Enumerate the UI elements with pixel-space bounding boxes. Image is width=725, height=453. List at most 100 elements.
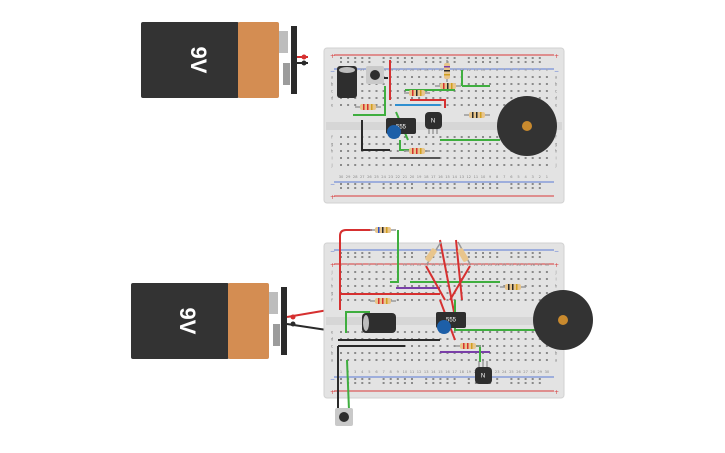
terminal-hole[interactable] <box>439 136 442 138</box>
terminal-hole[interactable] <box>467 278 470 280</box>
terminal-hole[interactable] <box>439 285 442 287</box>
terminal-hole[interactable] <box>361 352 364 354</box>
rail-hole[interactable] <box>474 382 477 384</box>
terminal-hole[interactable] <box>347 164 350 166</box>
terminal-hole[interactable] <box>496 136 499 138</box>
rail-hole[interactable] <box>531 252 534 254</box>
resistor[interactable] <box>370 227 396 233</box>
rail-hole[interactable] <box>524 382 527 384</box>
terminal-hole[interactable] <box>538 285 541 287</box>
terminal-hole[interactable] <box>496 104 499 106</box>
piezo-buzzer-1[interactable] <box>497 96 557 156</box>
rail-hole[interactable] <box>453 256 456 258</box>
resistor[interactable] <box>457 241 471 265</box>
terminal-hole[interactable] <box>474 292 477 294</box>
rail-hole[interactable] <box>411 183 413 185</box>
terminal-hole[interactable] <box>517 331 520 333</box>
rail-hole[interactable] <box>467 183 470 185</box>
terminal-hole[interactable] <box>496 164 499 166</box>
terminal-hole[interactable] <box>531 345 534 347</box>
rail-hole[interactable] <box>453 382 456 384</box>
terminal-hole[interactable] <box>474 359 477 361</box>
terminal-hole[interactable] <box>382 157 385 159</box>
rail-hole[interactable] <box>524 61 527 63</box>
terminal-hole[interactable] <box>510 331 513 333</box>
terminal-hole[interactable] <box>340 352 342 354</box>
rail-hole[interactable] <box>496 256 499 258</box>
rail-hole[interactable] <box>446 183 449 185</box>
rail-hole[interactable] <box>432 256 435 258</box>
transistor-npn-2[interactable]: N <box>475 361 492 384</box>
pushbutton-2[interactable] <box>335 408 353 426</box>
terminal-hole[interactable] <box>396 83 399 85</box>
terminal-hole[interactable] <box>538 97 541 99</box>
terminal-hole[interactable] <box>545 76 548 78</box>
terminal-hole[interactable] <box>396 331 399 333</box>
terminal-hole[interactable] <box>460 97 463 99</box>
rail-hole[interactable] <box>361 256 364 258</box>
terminal-hole[interactable] <box>531 352 534 354</box>
terminal-hole[interactable] <box>403 83 406 85</box>
terminal-hole[interactable] <box>411 164 413 166</box>
terminal-hole[interactable] <box>496 352 499 354</box>
terminal-hole[interactable] <box>489 104 492 106</box>
terminal-hole[interactable] <box>453 164 456 166</box>
rail-hole[interactable] <box>524 187 527 189</box>
terminal-hole[interactable] <box>418 143 421 145</box>
terminal-hole[interactable] <box>347 359 350 361</box>
terminal-hole[interactable] <box>403 285 406 287</box>
rail-hole[interactable] <box>482 61 484 63</box>
terminal-hole[interactable] <box>482 83 484 85</box>
terminal-hole[interactable] <box>439 104 442 106</box>
terminal-hole[interactable] <box>545 90 548 92</box>
rail-hole[interactable] <box>482 252 484 254</box>
rail-hole[interactable] <box>446 256 449 258</box>
terminal-hole[interactable] <box>545 359 548 361</box>
rail-hole[interactable] <box>432 57 435 59</box>
rail-hole[interactable] <box>496 183 499 185</box>
terminal-hole[interactable] <box>340 143 342 145</box>
rail-hole[interactable] <box>439 61 442 63</box>
terminal-hole[interactable] <box>545 83 548 85</box>
terminal-hole[interactable] <box>432 150 435 152</box>
terminal-hole[interactable] <box>531 164 534 166</box>
terminal-hole[interactable] <box>482 90 484 92</box>
terminal-hole[interactable] <box>510 76 513 78</box>
terminal-hole[interactable] <box>460 90 463 92</box>
rail-hole[interactable] <box>496 187 499 189</box>
terminal-hole[interactable] <box>396 285 399 287</box>
terminal-hole[interactable] <box>467 338 470 340</box>
terminal-hole[interactable] <box>482 97 484 99</box>
rail-hole[interactable] <box>411 382 413 384</box>
terminal-hole[interactable] <box>446 157 449 159</box>
rail-hole[interactable] <box>361 382 364 384</box>
rail-hole[interactable] <box>347 183 350 185</box>
terminal-hole[interactable] <box>467 136 470 138</box>
terminal-hole[interactable] <box>368 157 371 159</box>
terminal-hole[interactable] <box>489 271 492 273</box>
terminal-hole[interactable] <box>538 76 541 78</box>
terminal-hole[interactable] <box>403 76 406 78</box>
resistor[interactable] <box>455 343 481 349</box>
rail-hole[interactable] <box>368 256 371 258</box>
rail-hole[interactable] <box>382 256 385 258</box>
terminal-hole[interactable] <box>517 164 520 166</box>
terminal-hole[interactable] <box>474 104 477 106</box>
rail-hole[interactable] <box>389 378 392 380</box>
rail-hole[interactable] <box>368 61 371 63</box>
rail-hole[interactable] <box>524 256 527 258</box>
terminal-hole[interactable] <box>503 150 506 152</box>
terminal-hole[interactable] <box>389 285 392 287</box>
terminal-hole[interactable] <box>524 352 527 354</box>
terminal-hole[interactable] <box>361 83 364 85</box>
terminal-hole[interactable] <box>411 359 413 361</box>
terminal-hole[interactable] <box>503 338 506 340</box>
terminal-hole[interactable] <box>432 164 435 166</box>
terminal-hole[interactable] <box>389 104 392 106</box>
terminal-hole[interactable] <box>474 157 477 159</box>
terminal-hole[interactable] <box>368 278 371 280</box>
rail-hole[interactable] <box>340 183 342 185</box>
terminal-hole[interactable] <box>340 150 342 152</box>
terminal-hole[interactable] <box>503 278 506 280</box>
terminal-hole[interactable] <box>474 143 477 145</box>
